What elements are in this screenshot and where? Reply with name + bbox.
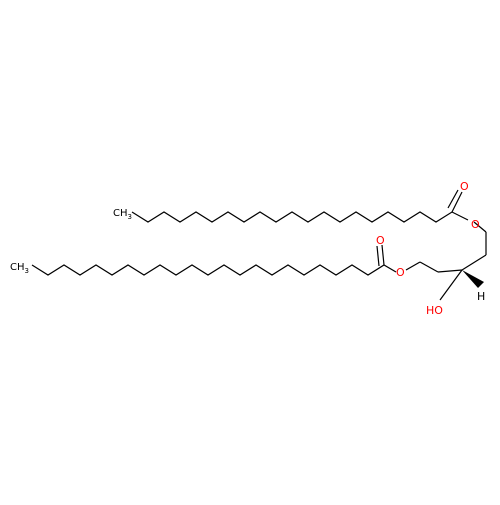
stereo-hydrogen-label: H bbox=[477, 290, 485, 303]
upper-carbonyl-bond-2 bbox=[447, 189, 459, 209]
lower-carbonyl-bond bbox=[381, 244, 385, 266]
ester-oxygen-bottom: O bbox=[396, 266, 405, 279]
hydroxyl-label: HO bbox=[426, 304, 443, 317]
hydroxyl-bond bbox=[439, 269, 463, 301]
upper-acyl-chain bbox=[131, 211, 469, 223]
methyl-top-label: CH3 bbox=[113, 208, 132, 221]
glycerol-c2-bond bbox=[461, 254, 487, 271]
upper-carbonyl-bond bbox=[451, 191, 463, 213]
upper-ester-bond bbox=[473, 221, 487, 233]
carbonyl-oxygen-bottom: O bbox=[376, 234, 385, 247]
lower-acyl-chain bbox=[31, 264, 397, 276]
ester-oxygen-top: O bbox=[471, 218, 480, 231]
lower-carbonyl-bond-2 bbox=[376, 245, 380, 267]
carbonyl-oxygen-top: O bbox=[460, 180, 469, 193]
lower-ester-bond bbox=[405, 261, 421, 271]
stereo-wedge bbox=[462, 270, 484, 288]
methyl-bottom-label: CH3 bbox=[10, 262, 29, 275]
glycerol-c3-bond bbox=[419, 261, 439, 273]
glycerol-c3-c2-bond bbox=[437, 269, 463, 273]
